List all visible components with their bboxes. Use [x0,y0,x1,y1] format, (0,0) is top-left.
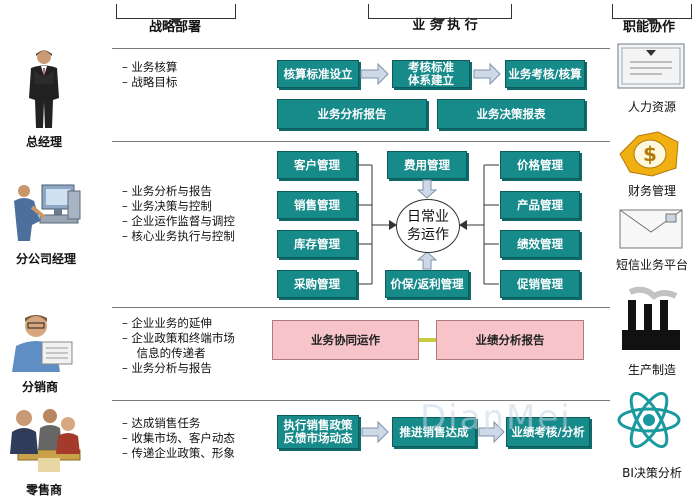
envelope-icon [618,208,684,250]
svg-text:$: $ [643,142,657,166]
atom-icon [614,386,684,454]
right-arrow-icon [362,422,388,442]
watermark-text: DianMei [420,398,572,438]
function-label-hr: 人力资源 [607,98,697,115]
function-label-finance: 财务管理 [607,182,697,199]
dollar-coin-icon: $ [612,128,684,180]
factory-icon [620,288,682,352]
function-label-bi: BI决策分析 [607,464,697,481]
certificate-icon [616,40,686,90]
function-label-manufacturing: 生产制造 [607,361,697,378]
function-label-sms: 短信业务平台 [607,256,697,273]
